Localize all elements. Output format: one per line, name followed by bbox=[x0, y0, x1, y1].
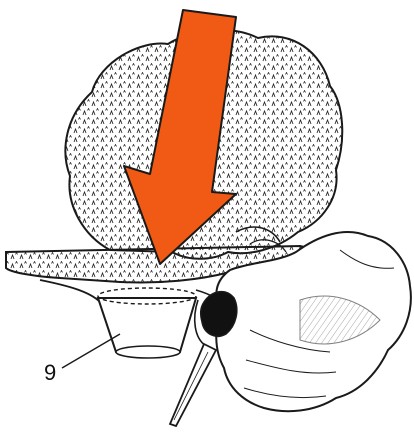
cup-base bbox=[116, 346, 180, 358]
lower-contour bbox=[40, 280, 100, 302]
cup-item bbox=[98, 298, 196, 352]
callout-number-label: 9 bbox=[44, 362, 56, 384]
callout-leader-line bbox=[62, 334, 120, 368]
